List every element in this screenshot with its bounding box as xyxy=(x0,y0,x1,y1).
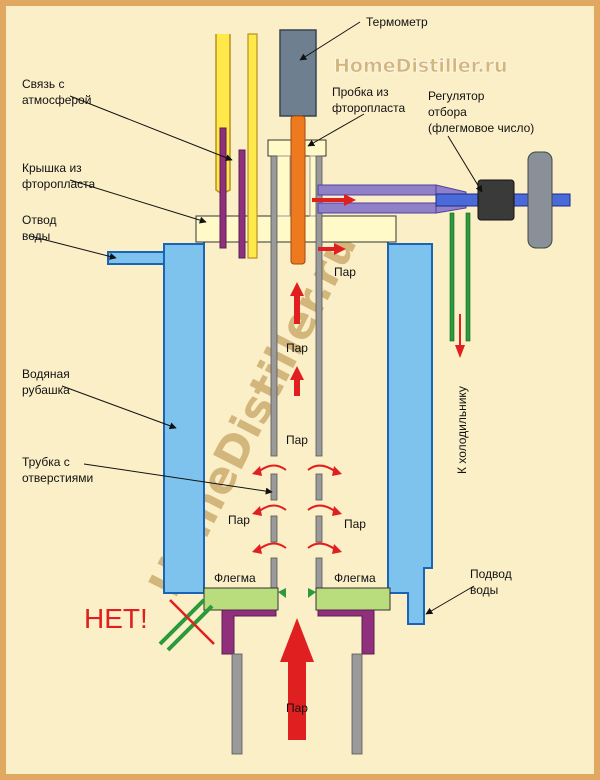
label-tube-1: Трубка с xyxy=(22,455,70,469)
label-steam-2: Пар xyxy=(286,341,308,355)
label-steam-5: Пар xyxy=(344,517,366,531)
label-water-out-2: воды xyxy=(22,229,50,243)
jacket-right xyxy=(387,243,433,625)
label-water-in-1: Подвод xyxy=(470,567,512,581)
atmosphere-tubes xyxy=(215,33,258,259)
label-to-condenser: К холодильнику xyxy=(455,386,469,474)
water-outlet-pipe xyxy=(107,251,165,265)
leader-lines xyxy=(29,21,483,615)
regulator-assembly xyxy=(317,151,571,358)
label-lid-2: фторопласта xyxy=(22,177,96,191)
thermometer-head xyxy=(279,29,317,117)
label-phlegm-left: Флегма xyxy=(214,571,256,585)
label-steam-6: Пар xyxy=(286,701,308,715)
phlegm-cups xyxy=(203,587,391,755)
label-jacket-2: рубашка xyxy=(22,383,70,397)
label-water-out-1: Отвод xyxy=(22,213,56,227)
label-plug-2: фторопласта xyxy=(332,101,406,115)
label-net: НЕТ! xyxy=(84,603,148,634)
label-steam-4: Пар xyxy=(228,513,250,527)
regulator-nut xyxy=(477,179,515,221)
label-tube-2: отверстиями xyxy=(22,471,93,485)
watermark-site: HomeDistiller.ru xyxy=(334,55,508,77)
thermometer-stem xyxy=(290,115,306,265)
label-lid-1: Крышка из xyxy=(22,161,82,175)
label-regulator-1: Регулятор xyxy=(428,89,485,103)
label-water-in-2: воды xyxy=(470,583,498,597)
wrong-option-cross xyxy=(158,598,215,652)
label-regulator-2: отбора xyxy=(428,105,467,119)
steam-arrows xyxy=(252,194,356,740)
label-thermometer: Термометр xyxy=(366,15,428,29)
regulator-knob xyxy=(527,151,553,249)
label-phlegm-right: Флегма xyxy=(334,571,376,585)
label-steam-3: Пар xyxy=(286,433,308,447)
label-plug-1: Пробка из xyxy=(332,85,389,99)
label-regulator-3: (флегмовое число) xyxy=(428,121,534,135)
steam-arrow-big xyxy=(280,618,314,740)
label-atmosphere-2: атмосферой xyxy=(22,93,91,107)
jacket-left xyxy=(163,243,205,594)
perforated-tube xyxy=(270,155,323,589)
label-atmosphere-1: Связь с xyxy=(22,77,65,91)
label-steam-1: Пар xyxy=(334,265,356,279)
label-jacket-1: Водяная xyxy=(22,367,70,381)
